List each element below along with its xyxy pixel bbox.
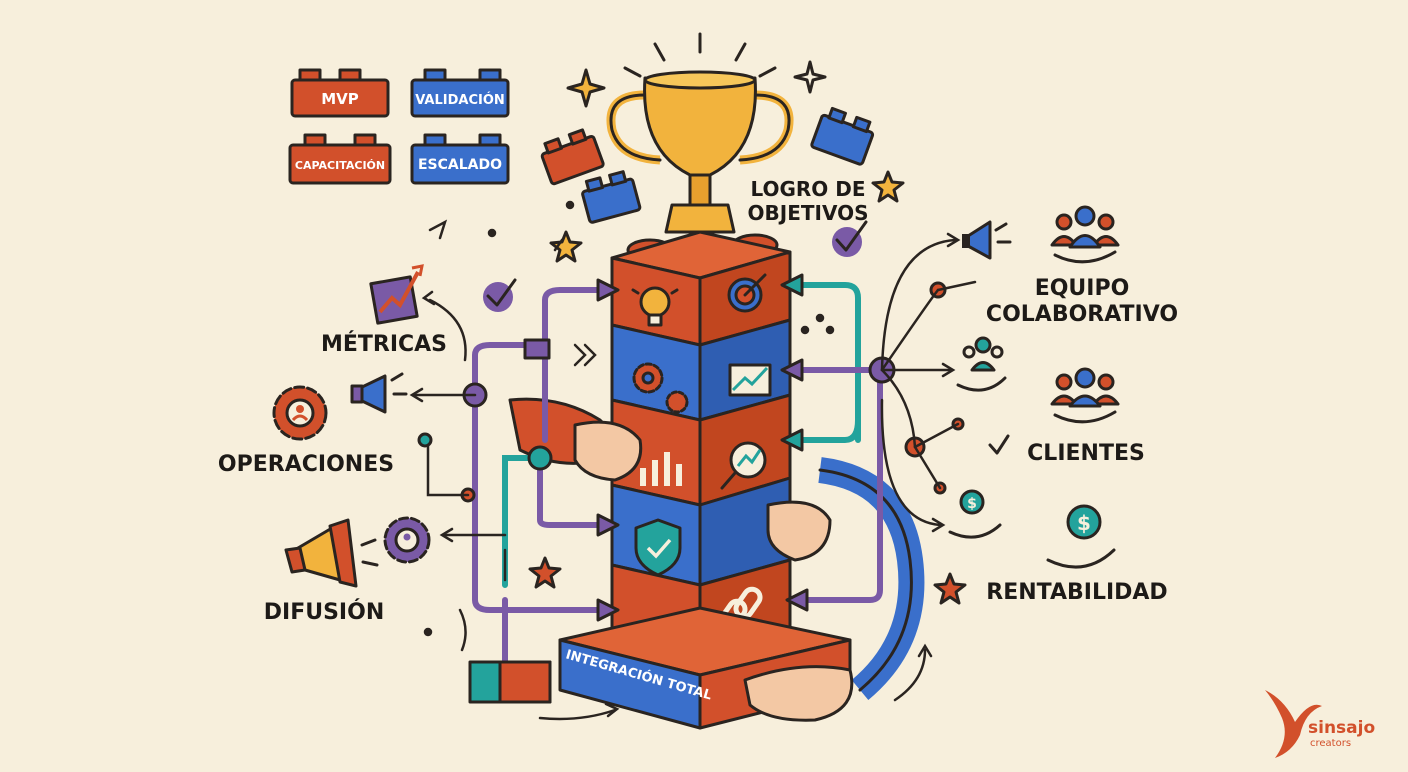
connectors-left xyxy=(472,287,615,668)
brick-escalado: ESCALADO xyxy=(410,133,510,185)
gear-person-icon xyxy=(383,516,431,564)
people-hand-icon xyxy=(956,336,1007,392)
connector-nodes xyxy=(417,281,965,503)
brick-validacion: VALIDACIÓN xyxy=(410,68,510,118)
floating-brick-blue-2 xyxy=(810,106,875,166)
gear-person-icon xyxy=(272,385,328,441)
logo-sub: creators xyxy=(1310,738,1351,749)
sinsajo-bird-icon xyxy=(1265,690,1322,758)
thin-arrows xyxy=(409,232,977,721)
label-operaciones: OPERACIONES xyxy=(218,452,394,477)
hand-dollar-icon: $ xyxy=(1046,504,1116,569)
label-equipo-line1: EQUIPO xyxy=(1035,276,1130,301)
megaphone-icon xyxy=(962,220,1012,260)
hands xyxy=(508,397,925,722)
label-clientes: CLIENTES xyxy=(1027,441,1145,466)
brick-mvp-label: MVP xyxy=(321,90,359,108)
target-icon xyxy=(727,273,767,313)
logo-name: sinsajo xyxy=(1308,718,1375,738)
shield-check-icon xyxy=(634,518,682,577)
people-group-icon xyxy=(1050,367,1120,424)
label-rentabilidad: RENTABILIDAD xyxy=(986,580,1167,605)
trophy-icon xyxy=(606,70,794,234)
svg-text:$: $ xyxy=(1077,511,1091,535)
base-left-block xyxy=(468,660,552,704)
people-group-icon xyxy=(1050,205,1120,264)
brick-capacitacion: CAPACITACIÓN xyxy=(288,133,392,185)
megaphone-icon xyxy=(284,518,379,588)
arrow-heads-thick xyxy=(596,273,809,622)
checkmark-icon xyxy=(483,220,1010,455)
metrics-chart-icon xyxy=(369,264,424,325)
doodles xyxy=(423,200,835,652)
chart-up-icon xyxy=(728,363,772,397)
lightbulb-icon xyxy=(631,286,679,327)
magnifier-chart-icon xyxy=(720,441,767,490)
star-icon xyxy=(528,60,967,605)
brick-escalado-label: ESCALADO xyxy=(418,157,502,173)
brick-validacion-label: VALIDACIÓN xyxy=(415,92,505,108)
svg-text:$: $ xyxy=(967,496,977,512)
sinsajo-logo: sinsajo creators xyxy=(1265,690,1375,758)
label-difusion: DIFUSIÓN xyxy=(264,599,384,625)
brick-mvp: MVP xyxy=(290,68,390,118)
label-metricas: MÉTRICAS xyxy=(321,331,447,357)
trophy-shine-lines xyxy=(623,32,777,78)
label-logro-line2: OBJETIVOS xyxy=(748,201,869,225)
connectors-right xyxy=(787,282,883,603)
brick-capacitacion-label: CAPACITACIÓN xyxy=(295,159,385,172)
megaphone-icon xyxy=(350,372,408,414)
gears-icon xyxy=(632,362,689,414)
label-equipo-line2: COLABORATIVO xyxy=(986,302,1178,327)
label-logro-line1: LOGRO DE xyxy=(750,177,865,201)
floating-brick-blue-1 xyxy=(581,170,642,224)
floating-brick-red xyxy=(540,128,605,186)
bar-chart-icon xyxy=(640,452,682,486)
hand-dollar-icon: $ xyxy=(948,489,1002,539)
